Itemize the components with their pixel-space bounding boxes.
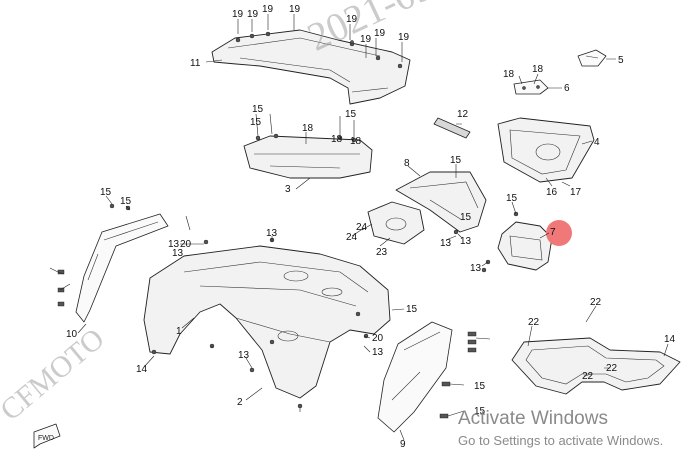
callout-label: 24 [356,222,368,233]
callout-label: 15 [250,117,262,128]
callout-label: 7 [550,227,556,238]
callout-label: 4 [594,137,600,148]
callout-label: 13 [372,347,384,358]
callout-labels: 19 19 19 19 19 19 19 19 11 5 18 18 6 15 … [66,4,676,450]
callout-label: 15 [474,406,486,417]
part-10-mudguard [75,213,169,323]
callout-label: 19 [346,14,358,25]
callout-label: 13 [460,236,472,247]
callout-label: 19 [232,9,244,20]
callout-label: 19 [247,9,259,20]
callout-label: 22 [582,371,594,382]
highlight-marker [546,220,572,246]
callout-label: 15 [450,155,462,166]
callout-label: 13 [266,228,278,239]
callout-label: 15 [474,381,486,392]
callout-label: 15 [120,196,132,207]
callout-label: 10 [66,329,78,340]
activation-subtitle: Go to Settings to activate Windows. [458,433,664,448]
part-6-bracket [513,79,549,95]
part-4-tail-panel [497,117,595,183]
part-8-inner-fender [395,171,487,233]
part-7-side-cover [497,221,553,271]
callout-label: 20 [372,333,384,344]
callout-label: 1 [176,326,182,337]
part-9-mudguard [377,321,453,433]
callout-label: 19 [289,4,301,15]
callout-label: 23 [376,247,388,258]
callout-label: 9 [400,439,406,450]
callout-label: 19 [398,32,410,43]
callout-label: 13 [440,238,452,249]
callout-label: 15 [460,212,472,223]
callout-label: 22 [528,317,540,328]
callout-label: 13 [168,239,180,250]
callout-label: 3 [285,184,291,195]
callout-label: 15 [406,304,418,315]
callout-label: 24 [346,232,358,243]
callout-label: 14 [136,364,148,375]
callout-label: 18 [331,134,343,145]
activation-title: Activate Windows [458,408,608,429]
callout-label: 8 [404,158,410,169]
callout-label: 19 [360,34,372,45]
part-11-rear-rack [211,29,411,105]
callout-label: 15 [506,193,518,204]
callout-label: 2 [237,397,243,408]
callout-label: 15 [100,187,112,198]
callout-label: 19 [374,28,386,39]
part-5-bracket [577,49,607,67]
windows-activation-overlay: Activate Windows Go to Settings to activ… [458,408,663,449]
part-12-rod [433,117,471,139]
callout-label: 13 [238,350,250,361]
callout-label: 12 [457,109,469,120]
part-22-floor-mat [511,337,681,395]
callout-label: 5 [618,55,624,66]
leader-lines [49,14,669,441]
part-3-upper-cover [243,133,373,179]
callout-label: 22 [606,363,618,374]
callout-label: 18 [350,136,362,147]
callout-label: 20 [180,239,192,250]
fwd-arrow-icon: FWD [33,423,61,449]
callout-label: 6 [564,83,570,94]
callout-label: 11 [190,58,201,69]
callout-label: 22 [590,297,602,308]
callout-label: 14 [664,334,676,345]
callout-label: 19 [262,4,274,15]
callout-label: 18 [302,123,314,134]
fwd-label: FWD [38,435,54,442]
part-1-rear-body [143,245,391,399]
callout-label: 17 [570,187,582,198]
part-23-cover [367,201,425,245]
callout-label: 18 [532,64,544,75]
callout-label: 15 [252,104,264,115]
callout-label: 15 [345,109,357,120]
callout-label: 13 [172,248,184,259]
callout-label: 18 [503,69,515,80]
callout-label: 13 [470,263,482,274]
callout-label: 16 [546,187,558,198]
